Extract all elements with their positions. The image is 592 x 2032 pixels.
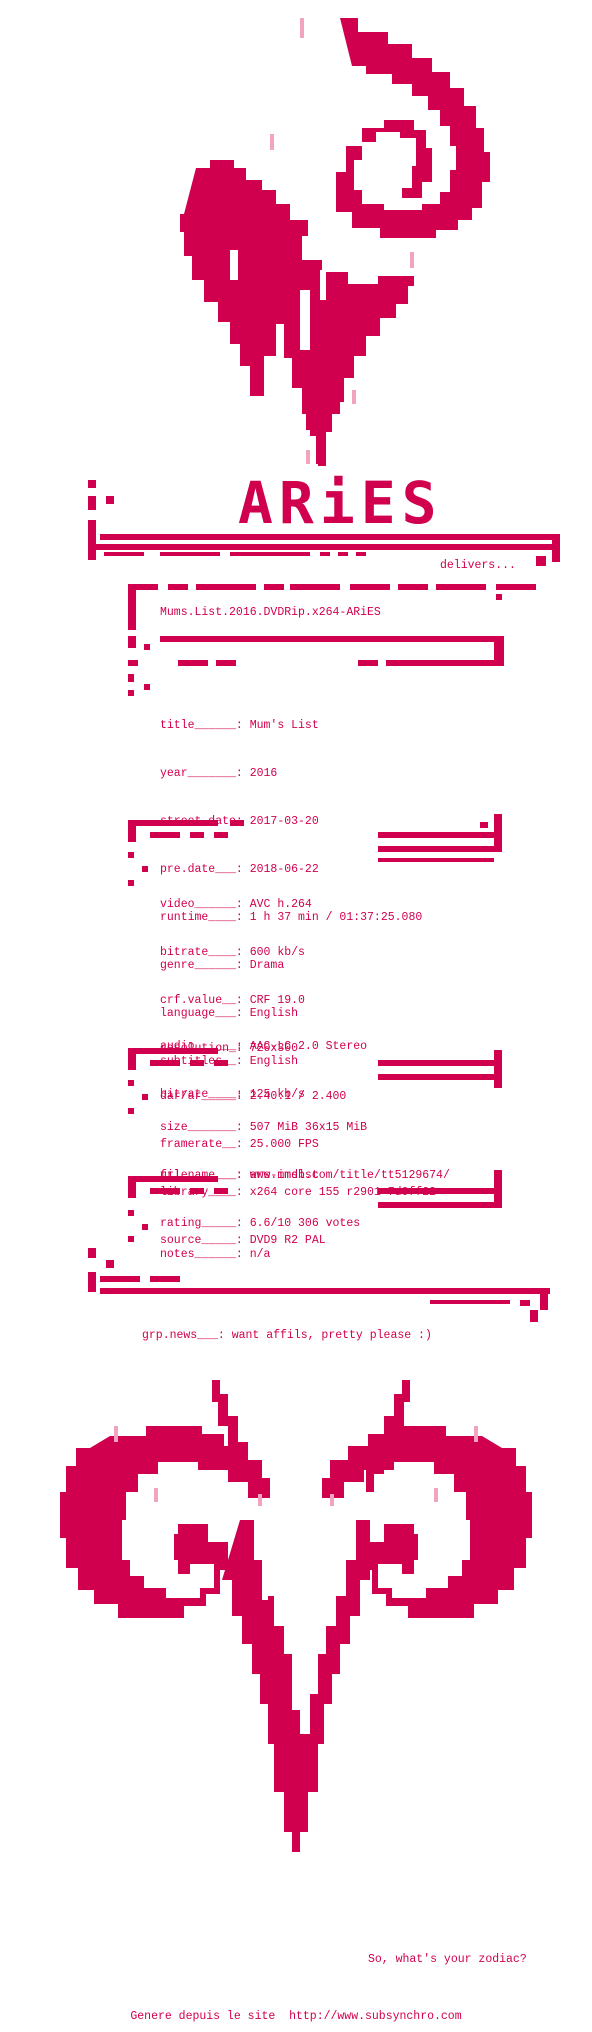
release-frame [128,584,536,666]
bottom-ram-art [60,1380,532,1852]
notes-info-block: notes______: n/a [160,1215,270,1279]
video-info-source: source_____: DVD9 R2 PAL [160,1234,326,1247]
audio-info-block: audio______: AAC-LC 2.0 Stereo bitrate__… [160,1007,367,1119]
top-heart-spiral-art [180,18,490,466]
bottom-frame [88,1248,550,1322]
video-info-framerate: framerate__: 25.000 FPS [160,1138,319,1151]
movie-info-street-date: street.date: 2017-03-20 [160,815,319,828]
section-separator-4 [128,1170,502,1242]
movie-info-genre: genre______: Drama [160,959,285,972]
grp-news: grp.news___: want affils, pretty please … [142,1329,432,1342]
movie-info-subtitles: subtitles__: English [160,1055,299,1068]
zodiac-question: So, what's your zodiac? [368,1953,527,1966]
video-info-resolution: resolution_: 720x300 [160,1042,299,1055]
movie-info-pre-date: pre.date___: 2018-06-22 [160,863,319,876]
aries-logo: ARiES [238,469,443,537]
video-info-library: library____: x264 core 155 r2901 7d0ff22 [160,1186,437,1199]
delivers-text: delivers... [440,559,516,572]
imdb-info-rating: rating_____: 6.6/10 306 votes [160,1217,361,1230]
video-info-codec: video______: AVC h.264 [160,898,312,911]
file-info-filename: filename___: ars-mmslst [160,1169,319,1182]
footer-credit: Genere depuis le site http://www.subsync… [130,2010,462,2023]
file-info-block: size_______: 507 MiB 36x15 MiB filename_… [160,1088,367,1200]
movie-info-block: title______: Mum's List year_______: 201… [160,686,422,1086]
video-info-dar: dar/ar_____: 2.40:1 / 2.400 [160,1090,347,1103]
aries-header-frame [88,480,560,566]
video-info-bitrate: bitrate____: 600 kb/s [160,946,305,959]
video-info-block: video______: AVC h.264 bitrate____: 600 … [160,865,436,1265]
section-separator-3 [128,1048,502,1114]
movie-info-title: title______: Mum's List [160,719,319,732]
notes-info-notes: notes______: n/a [160,1248,271,1261]
audio-info-bitrate: bitrate____: 125 kb/s [160,1088,305,1101]
movie-info-language: language___: English [160,1007,299,1020]
movie-info-runtime: runtime____: 1 h 37 min / 01:37:25.080 [160,911,423,924]
section-separator-2 [128,814,502,886]
movie-info-year: year_______: 2016 [160,767,278,780]
section-separator-1 [128,660,150,696]
imdb-info-block: url________: www.imdb.com/title/tt512967… [160,1136,450,1248]
ram-art-highlights [114,1426,478,1506]
file-info-size: size_______: 507 MiB 36x15 MiB [160,1121,368,1134]
release-name: Mums.List.2016.DVDRip.x264-ARiES [160,606,381,619]
imdb-info-url: url________: www.imdb.com/title/tt512967… [160,1169,450,1182]
audio-info-codec: audio______: AAC-LC 2.0 Stereo [160,1040,368,1053]
video-info-crf: crf.value__: CRF 19.0 [160,994,305,1007]
top-art-highlights [270,18,414,464]
